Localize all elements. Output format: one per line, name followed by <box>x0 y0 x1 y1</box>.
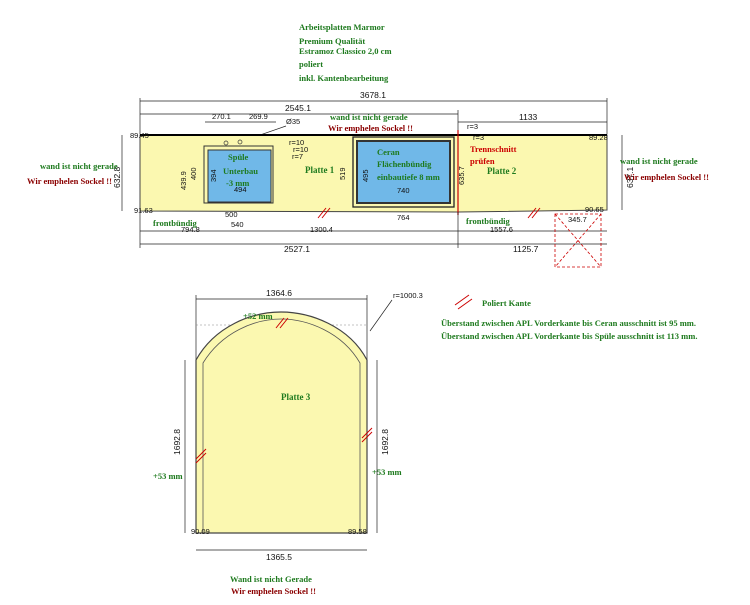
note-edge: inkl. Kantenbearbeitung <box>299 73 389 83</box>
p3-over-right: +53 mm <box>372 467 402 477</box>
dim-495: 495 <box>361 169 370 182</box>
dim-439: 439.9 <box>179 171 188 190</box>
dim-left-h: 632.8 <box>112 166 122 188</box>
p3-angle-right: 89.58 <box>348 527 367 536</box>
p3-over-left: +53 mm <box>153 471 183 481</box>
dim-p1-top: 2545.1 <box>285 103 311 113</box>
dim-1300: 1300.4 <box>310 225 333 234</box>
dim-764: 764 <box>397 213 410 222</box>
dim-total: 3678.1 <box>360 90 386 100</box>
header-notes: Arbeitsplatten Marmor Premium Qualität E… <box>299 22 392 83</box>
ceran-label-3: einbautiefe 8 mm <box>377 172 440 182</box>
cutout-box <box>554 213 602 268</box>
dim-345: 345.7 <box>568 215 587 224</box>
p3-radius: r=1000.3 <box>393 291 423 300</box>
note-stone: Estramoz Classico 2,0 cm <box>299 46 392 56</box>
sink-cutout <box>207 149 272 203</box>
radius-3a: r=3 <box>467 122 478 131</box>
sink-outer <box>203 145 274 204</box>
plate-2-label: Platte 2 <box>487 166 517 176</box>
p3-over-top: +52 mm <box>243 311 273 321</box>
plate-1-label: Platte 1 <box>305 165 335 175</box>
sink-label-1: Spüle <box>228 152 249 162</box>
p3-width-top: 1364.6 <box>266 288 292 298</box>
plate-3-outline <box>195 311 368 534</box>
dim-p2-top: 1133 <box>519 112 538 122</box>
dim-519: 519 <box>338 167 347 180</box>
ceran-outer <box>352 136 455 208</box>
radius-7: r=7 <box>292 152 303 161</box>
wall-right-line1: wand ist nicht gerade <box>620 156 698 166</box>
radius-10b: r=10 <box>293 145 308 154</box>
dim-270: 270.1 <box>212 112 231 121</box>
dim-1557: 1557.6 <box>490 225 513 234</box>
polished-edge-markers <box>317 207 541 219</box>
wall-top-line2: Wir emphelen Sockel !! <box>328 123 413 133</box>
note-finish: poliert <box>299 59 323 69</box>
legend-note-sink: Überstand zwischen APL Vorderkante bis S… <box>441 331 697 341</box>
wall-left-line1: wand ist nicht gerade <box>40 161 118 171</box>
radius-10a: r=10 <box>289 138 304 147</box>
plate-3-inner-outline <box>202 318 361 533</box>
dim-1125: 1125.7 <box>513 244 539 254</box>
ceran-label-2: Flächenbündig <box>377 159 432 169</box>
dim-500: 500 <box>225 210 238 219</box>
legend: Poliert Kante Überstand zwischen APL Vor… <box>441 294 697 341</box>
wall-top-line1: wand ist nicht gerade <box>330 112 408 122</box>
dim-right-h: 637.1 <box>625 166 635 188</box>
legend-label: Poliert Kante <box>482 298 531 308</box>
ceran-cutout <box>356 140 451 204</box>
ceran-label-1: Ceran <box>377 147 400 157</box>
sink-label-3: -3 mm <box>226 178 249 188</box>
radius-3b: r=3 <box>473 133 484 142</box>
p3-polished-markers <box>195 317 373 464</box>
dim-540: 540 <box>231 220 244 229</box>
tap-hole-icon <box>223 140 229 146</box>
dim-bore: Ø35 <box>286 117 300 126</box>
plate-3-drawing: 1364.6 Platte 3 +52 mm +53 mm +53 mm r=1… <box>153 288 423 562</box>
trennschnitt-label-1: Trennschnitt <box>470 144 517 154</box>
dim-740: 740 <box>397 186 410 195</box>
dim-269: 269.9 <box>249 112 268 121</box>
wall-left-line2: Wir emphelen Sockel !! <box>27 176 112 186</box>
note-quality: Premium Qualität <box>299 36 365 46</box>
legend-note-ceran: Überstand zwischen APL Vorderkante bis C… <box>441 318 696 328</box>
p3-height-left: 1692.8 <box>172 429 182 455</box>
sink-label-2: Unterbau <box>223 166 258 176</box>
frontbuendig-right: frontbündig <box>466 216 511 226</box>
p3-width-bottom: 1365.5 <box>266 552 292 562</box>
p3-height-right: 1692.8 <box>380 429 390 455</box>
legend-marker-icon <box>454 294 473 310</box>
dim-794: 794.8 <box>181 225 200 234</box>
tap-hole-icon <box>237 139 243 145</box>
dim-635: 635.7 <box>457 166 466 185</box>
wall-bottom-line1: Wand ist nicht Gerade <box>230 574 312 584</box>
wall-right-line2: Wir emphelen Sockel !! <box>624 172 709 182</box>
trennschnitt-label-2: prüfen <box>470 156 495 166</box>
frontbuendig-left: frontbündig <box>153 218 198 228</box>
dim-394: 394 <box>209 169 218 182</box>
angle-top-right: 89.28 <box>589 133 608 142</box>
plate-1-2-drawing: 3678.1 2545.1 1133 270.1 269.9 Ø35 Spüle… <box>112 90 635 268</box>
dim-400: 400 <box>189 167 198 180</box>
leader-radius <box>369 299 393 332</box>
plate-3-label: Platte 3 <box>281 392 311 402</box>
angle-bottom-left: 91.63 <box>134 206 153 215</box>
angle-bottom-right: 90.65 <box>585 205 604 214</box>
wall-bottom-line2: Wir emphelen Sockel !! <box>231 586 316 596</box>
cutout-cross <box>554 213 602 268</box>
p3-angle-left: 90.09 <box>191 527 210 536</box>
dim-2527: 2527.1 <box>284 244 310 254</box>
dim-494: 494 <box>234 185 247 194</box>
angle-top-left: 89.45 <box>130 131 149 140</box>
note-material: Arbeitsplatten Marmor <box>299 22 385 32</box>
